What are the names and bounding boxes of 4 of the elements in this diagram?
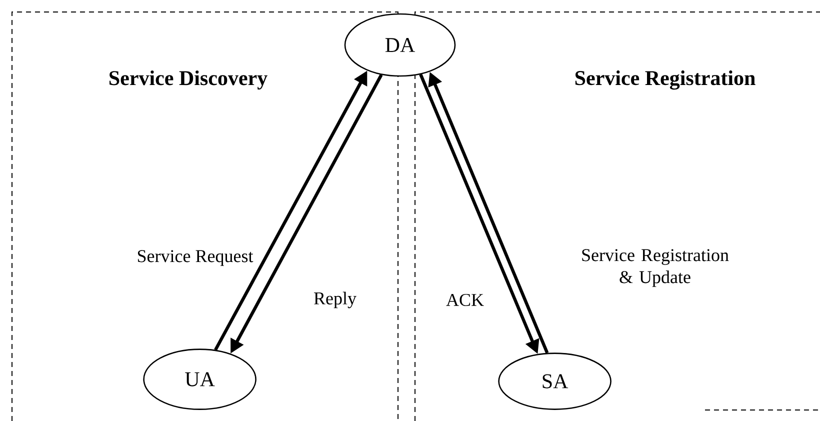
- edge-label: Service Request: [136, 249, 254, 267]
- edge-label: Service Registration & Update: [579, 248, 731, 288]
- edge-label: ACK: [445, 292, 485, 308]
- edge-label: Reply: [312, 290, 358, 310]
